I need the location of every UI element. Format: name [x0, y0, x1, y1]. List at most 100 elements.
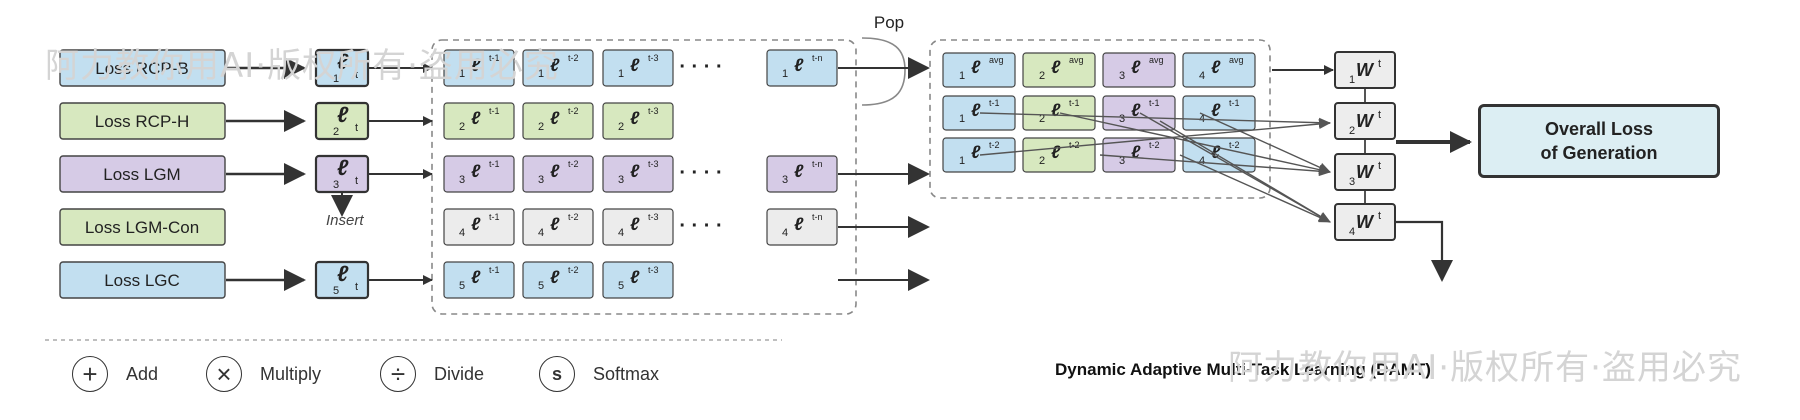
matrix-cell-2-t-1-symbol: ℓ — [1051, 100, 1061, 120]
matrix-cell-2-avg — [1022, 52, 1096, 88]
history-cell-3-2-symbol: ℓ — [550, 161, 560, 181]
matrix-cell-2-t-2-symbol: ℓ — [1051, 142, 1061, 162]
history-cell-4-2 — [522, 208, 594, 246]
weight-subscript-4: 4 — [1349, 226, 1355, 238]
history-cell-2-2-subscript: 2 — [538, 121, 544, 133]
matrix-cell-2-t-1 — [1022, 95, 1096, 131]
softmax-icon: s — [539, 356, 575, 392]
current-loss-box-2 — [314, 101, 370, 141]
matrix-to-weight-connector-2 — [979, 119, 1331, 156]
matrix-cell-3-avg-symbol: ℓ — [1131, 57, 1141, 77]
history-cell-2-2 — [522, 102, 594, 140]
history-cell-4-2-symbol: ℓ — [550, 214, 560, 234]
watermark-top: 阿力教你用AI·版权所有·盗用必究 — [45, 46, 559, 86]
history-cell-2-1-superscript: t-1 — [489, 106, 500, 116]
current-loss-symbol-5: ℓ — [337, 261, 349, 286]
history-cell-1-1 — [443, 49, 515, 87]
history-cell-1-3 — [602, 49, 674, 87]
history-cell-4-3-subscript: 4 — [618, 227, 624, 239]
loss-label-4: Loss LGM-Con — [85, 218, 199, 237]
history-cell-5-2 — [522, 261, 594, 299]
current-loss-superscript-1: t — [355, 69, 358, 81]
history-cell-4-last-symbol: ℓ — [794, 214, 804, 234]
history-cell-1-3-superscript: t-3 — [648, 53, 659, 63]
matrix-to-weight-connector-6 — [1179, 154, 1331, 223]
weight-superscript-2: t — [1378, 109, 1381, 121]
current-loss-subscript-3: 3 — [333, 179, 339, 191]
loss-label-2: Loss RCP-H — [95, 112, 189, 131]
history-cell-4-1-superscript: t-1 — [489, 212, 500, 222]
history-cell-3-3-subscript: 3 — [618, 174, 624, 186]
history-cell-3-last-subscript: 3 — [782, 174, 788, 186]
history-cell-1-last-subscript: 1 — [782, 68, 788, 80]
history-cell-3-last-superscript: t-n — [812, 159, 823, 169]
matrix-cell-2-t-2-superscript: t-2 — [1069, 140, 1080, 150]
history-cell-4-1-symbol: ℓ — [471, 214, 481, 234]
matrix-cell-1-avg-symbol: ℓ — [971, 57, 981, 77]
current-loss-superscript-2: t — [355, 122, 358, 134]
history-cell-3-2-subscript: 3 — [538, 174, 544, 186]
matrix-to-weight-connector-8 — [1099, 154, 1331, 177]
matrix-cell-3-t-2-subscript: 3 — [1119, 155, 1125, 167]
legend-softmax: s Softmax — [539, 356, 659, 392]
watermark-bottom: 阿力教你用AI·版权所有·盗用必究 — [1228, 348, 1742, 388]
current-loss-symbol-1: ℓ — [337, 49, 349, 74]
matrix-cell-1-t-1 — [942, 95, 1016, 131]
current-loss-symbol-3: ℓ — [337, 155, 349, 180]
matrix-cell-3-avg — [1102, 52, 1176, 88]
matrix-cell-2-avg-subscript: 2 — [1039, 70, 1045, 82]
history-cell-2-1-subscript: 2 — [459, 121, 465, 133]
history-cell-3-3-symbol: ℓ — [630, 161, 640, 181]
history-cell-1-1-superscript: t-1 — [489, 53, 500, 63]
weight-subscript-1: 1 — [1349, 74, 1355, 86]
matrix-cell-4-t-1 — [1182, 95, 1256, 131]
current-loss-superscript-5: t — [355, 281, 358, 293]
legend-divide: ÷ Divide — [380, 356, 484, 392]
current-loss-box-3 — [314, 154, 370, 194]
history-cell-4-1-subscript: 4 — [459, 227, 465, 239]
weight-symbol-1: W — [1356, 60, 1375, 80]
current-loss-symbol-2: ℓ — [337, 102, 349, 127]
matrix-cell-4-avg-subscript: 4 — [1199, 70, 1205, 82]
history-cell-5-2-superscript: t-2 — [568, 265, 579, 275]
history-cell-4-last-superscript: t-n — [812, 212, 823, 222]
insert-label: Insert — [326, 212, 364, 229]
matrix-cell-4-t-2-superscript: t-2 — [1229, 140, 1240, 150]
history-cell-1-1-symbol: ℓ — [471, 55, 481, 75]
matrix-cell-2-avg-symbol: ℓ — [1051, 57, 1061, 77]
matrix-cell-2-t-2-subscript: 2 — [1039, 155, 1045, 167]
history-ellipsis-4: · · · · — [679, 215, 722, 237]
weight-symbol-3: W — [1356, 162, 1375, 182]
matrix-cell-3-t-2-superscript: t-2 — [1149, 140, 1160, 150]
history-cell-1-2-superscript: t-2 — [568, 53, 579, 63]
weight-box-4 — [1334, 203, 1396, 241]
add-icon: + — [72, 356, 108, 392]
history-cell-5-2-subscript: 5 — [538, 280, 544, 292]
history-cell-1-last-superscript: t-n — [812, 53, 823, 63]
history-cell-1-last — [766, 49, 838, 87]
weight-superscript-4: t — [1378, 210, 1381, 222]
loss-label-3: Loss LGM — [103, 165, 180, 184]
overall-loss-box: Overall Loss of Generation — [1478, 104, 1720, 178]
weight-box-3 — [1334, 153, 1396, 191]
matrix-cell-1-t-2-symbol: ℓ — [971, 142, 981, 162]
history-cell-5-3 — [602, 261, 674, 299]
history-cell-3-last — [766, 155, 838, 193]
history-cell-5-2-symbol: ℓ — [550, 267, 560, 287]
history-cell-5-1 — [443, 261, 515, 299]
history-cell-3-2-superscript: t-2 — [568, 159, 579, 169]
matrix-cell-1-t-1-symbol: ℓ — [971, 100, 981, 120]
current-loss-superscript-3: t — [355, 175, 358, 187]
matrix-to-weight-connector-7 — [1159, 120, 1331, 223]
history-cell-3-1-symbol: ℓ — [471, 161, 481, 181]
loss-box-4 — [59, 208, 226, 246]
weight-symbol-2: W — [1356, 111, 1375, 131]
current-loss-box-1 — [314, 48, 370, 88]
history-cell-1-2 — [522, 49, 594, 87]
history-cell-1-1-subscript: 1 — [459, 68, 465, 80]
matrix-to-weight-connector-5 — [1199, 112, 1331, 173]
history-cell-1-3-subscript: 1 — [618, 68, 624, 80]
legend-add: + Add — [72, 356, 158, 392]
matrix-cell-3-avg-subscript: 3 — [1119, 70, 1125, 82]
